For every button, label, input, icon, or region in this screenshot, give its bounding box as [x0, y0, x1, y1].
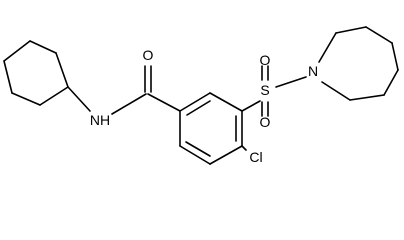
benzene-ring: [179, 92, 243, 165]
sulfur-nitrogen-bond: [275, 76, 307, 88]
structure-diagram: O NH S O O N Cl: [3, 26, 399, 165]
sulfonyl-oxygen-top-label: O: [260, 52, 271, 68]
amide-nh-label: NH: [90, 112, 110, 128]
ring-sulfur-bond: [241, 100, 261, 112]
carbonyl-oxygen-label: O: [143, 47, 154, 63]
amide-linker-bonds: [67, 86, 147, 115]
sulfonyl-oxygen-bottom-label: O: [260, 114, 271, 130]
carbonyl-double-bond: [144, 65, 152, 93]
carbonyl-ring-bond: [147, 93, 181, 112]
chlorine-label: Cl: [249, 149, 262, 165]
azepane-nitrogen-label: N: [308, 63, 318, 79]
cyclohexyl-ring: [3, 40, 69, 106]
sulfur-label: S: [260, 82, 269, 98]
sulfonyl-double-bonds: [261, 65, 269, 117]
ring-chlorine-bond-visible: [241, 145, 247, 151]
azepane-ring: [318, 26, 399, 101]
